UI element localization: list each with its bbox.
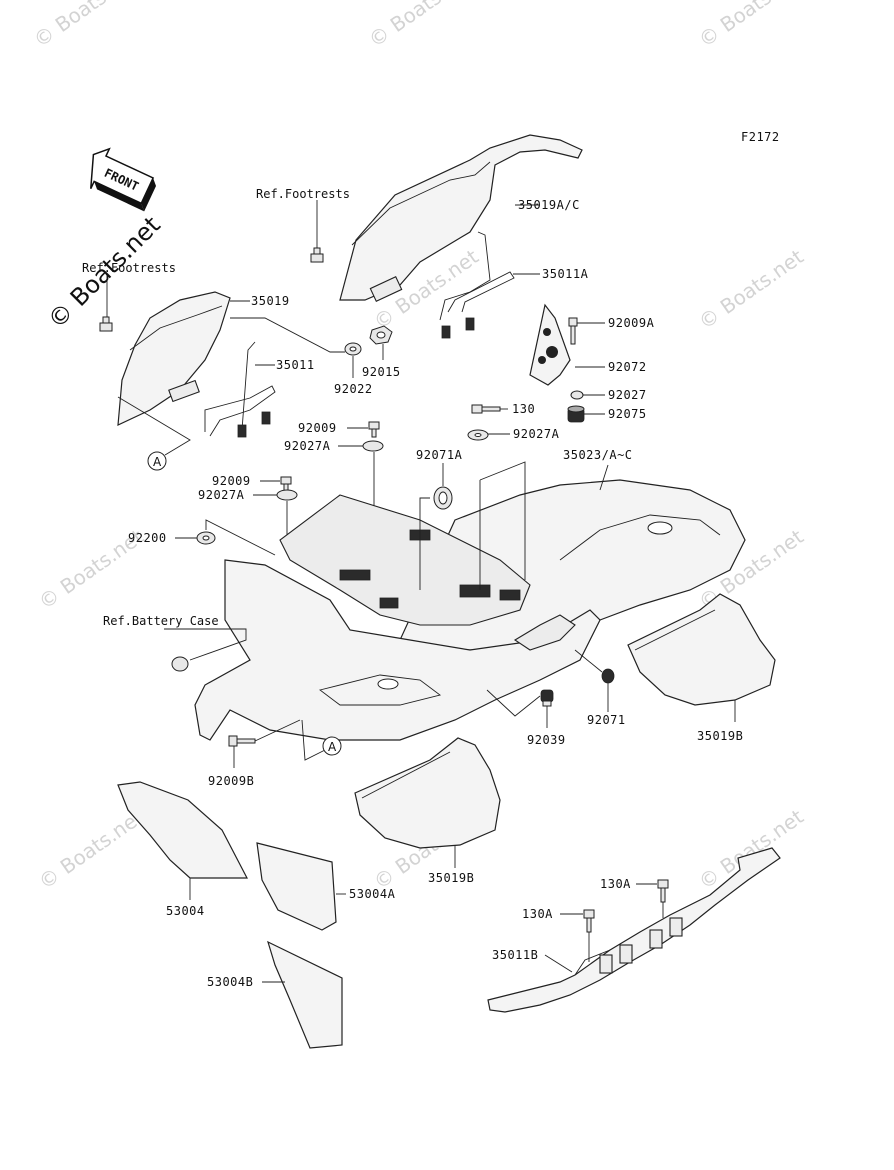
- label-92009B: 92009B: [208, 774, 254, 788]
- watermark-top-center: © Boats.net: [364, 0, 478, 52]
- bolt-92009-a-icon: [368, 421, 380, 438]
- label-92009-a: 92009: [298, 421, 337, 435]
- bracket-92072-illustration: [529, 303, 571, 386]
- clip-icon: [171, 656, 189, 672]
- rear-fender-35023-illustration: [194, 479, 746, 741]
- label-92071: 92071: [587, 713, 626, 727]
- grommet-92071-icon: [601, 668, 615, 684]
- label-92039: 92039: [527, 733, 566, 747]
- label-35019B-front: 35019B: [428, 871, 474, 885]
- decal-53004A-illustration: [256, 842, 337, 931]
- bolt-130A-b-icon: [583, 909, 595, 933]
- label-92075: 92075: [608, 407, 647, 421]
- callout-a-upper: A: [147, 451, 167, 471]
- bolt-130A-a-icon: [657, 879, 669, 903]
- figure-code: F2172: [741, 130, 780, 144]
- label-35011: 35011: [276, 358, 315, 372]
- label-92027A-c: 92027A: [513, 427, 560, 441]
- footrest-guard-35019AC-illustration: [310, 134, 583, 339]
- washer-92027A-c-icon: [467, 429, 489, 441]
- label-92009-b: 92009: [212, 474, 251, 488]
- watermark-left-3: © Boats.net: [34, 804, 148, 894]
- washer-92022-icon: [344, 342, 362, 356]
- bolt-92009A-icon: [568, 317, 578, 345]
- grommet-92075-icon: [567, 405, 585, 423]
- label-53004B: 53004B: [207, 975, 253, 989]
- mudflap-35019B-front-illustration: [354, 737, 501, 849]
- grommet-92071A-icon: [433, 486, 453, 510]
- front-arrow-icon: FRONT: [90, 147, 157, 212]
- label-92015: 92015: [362, 365, 401, 379]
- bolt-icon: [310, 247, 324, 263]
- ref-footrests-right: Ref.Footrests: [256, 187, 350, 201]
- label-92200: 92200: [128, 531, 167, 545]
- label-35011A: 35011A: [542, 267, 589, 281]
- bolt-icon: [99, 316, 113, 332]
- watermark-right-3: © Boats.net: [694, 804, 808, 894]
- mudflap-35019B-rear-illustration: [627, 593, 776, 706]
- cushion-92200-icon: [196, 531, 216, 545]
- bracket-35011B-illustration: [487, 847, 781, 1013]
- callout-a-lower: A: [322, 736, 342, 756]
- watermark-top-right: © Boats.net: [694, 0, 808, 52]
- footrest-guard-35019-illustration: [99, 276, 345, 456]
- label-35019AC: 35019A/C: [518, 198, 580, 212]
- nut-92015-icon: [369, 325, 393, 345]
- label-92071A: 92071A: [416, 448, 463, 462]
- ref-battery-case: Ref.Battery Case: [103, 614, 219, 628]
- washer-92027A-a-icon: [362, 440, 384, 452]
- label-130: 130: [512, 402, 535, 416]
- washer-92027-icon: [570, 390, 584, 400]
- label-92022: 92022: [334, 382, 373, 396]
- label-92027A-a: 92027A: [284, 439, 331, 453]
- label-35011B: 35011B: [492, 948, 538, 962]
- label-130A-b: 130A: [522, 907, 553, 921]
- callout-a-lower-letter: A: [328, 740, 337, 754]
- washer-92027A-b-icon: [276, 489, 298, 501]
- watermark-mid-right: © Boats.net: [694, 244, 808, 334]
- clip-92039-icon: [540, 689, 554, 707]
- ref-footrests-left: Ref.Footrests: [82, 261, 176, 275]
- bolt-130-icon: [471, 404, 501, 414]
- watermark-top-left: © Boats.net: [29, 0, 143, 52]
- label-92009A: 92009A: [608, 316, 655, 330]
- label-35019: 35019: [251, 294, 290, 308]
- label-92027: 92027: [608, 388, 647, 402]
- label-130A-a: 130A: [600, 877, 631, 891]
- label-92027A-b: 92027A: [198, 488, 245, 502]
- label-35023: 35023/A~C: [563, 448, 633, 462]
- decal-53004-illustration: [117, 781, 248, 879]
- bolt-92009B-icon: [228, 735, 256, 747]
- label-35019B-rear: 35019B: [697, 729, 743, 743]
- decal-53004B-illustration: [267, 940, 343, 1049]
- label-53004A: 53004A: [349, 887, 396, 901]
- callout-a-upper-letter: A: [153, 455, 162, 469]
- label-53004: 53004: [166, 904, 205, 918]
- label-92072: 92072: [608, 360, 647, 374]
